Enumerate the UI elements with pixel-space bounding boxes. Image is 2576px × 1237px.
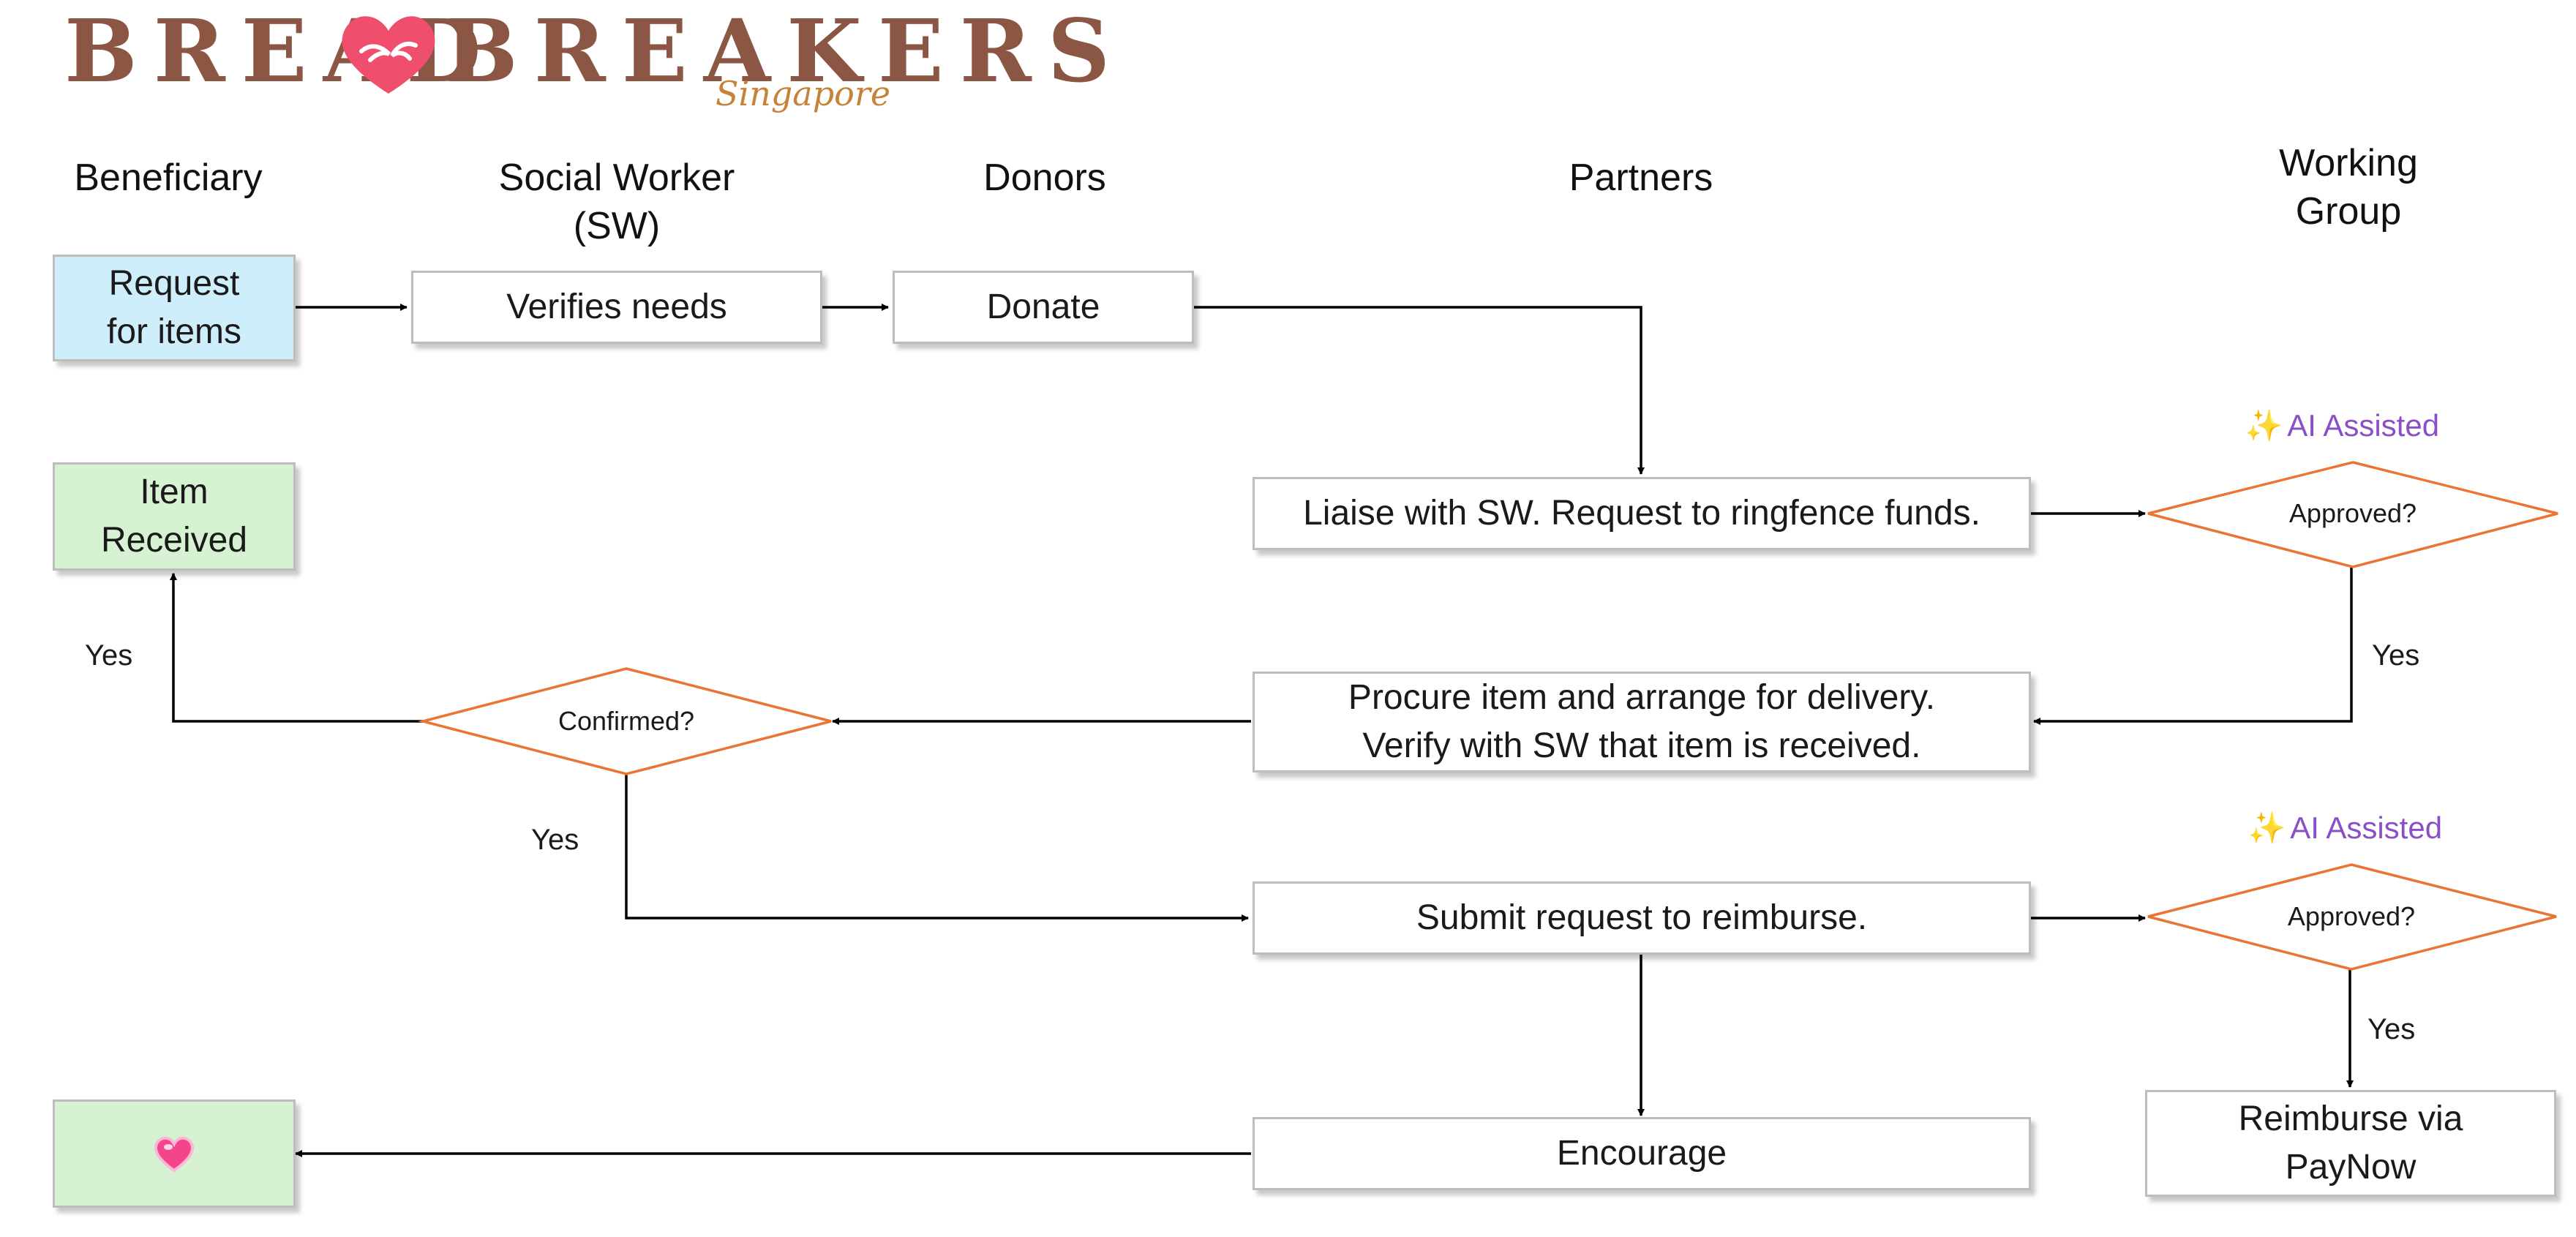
node-donate: Donate xyxy=(893,271,1194,344)
ai-assisted-label-2: AI Assisted xyxy=(2290,811,2443,845)
decision-approved-1-label: Approved? xyxy=(2288,498,2417,528)
edge-confirmed-to-submit xyxy=(625,774,1249,922)
node-submit-reimburse: Submit request to reimburse. xyxy=(1253,881,2031,955)
edge-approved1-to-procure xyxy=(2033,567,2353,725)
node-verifies-needs: Verifies needs xyxy=(411,271,822,344)
ai-assisted-tag-1: ✨AI Assisted xyxy=(2245,407,2439,445)
ai-assisted-label-1: AI Assisted xyxy=(2287,408,2440,443)
decision-confirmed-label: Confirmed? xyxy=(557,706,695,736)
node-encourage-outcome xyxy=(53,1099,296,1208)
decision-confirmed-shape xyxy=(418,667,832,775)
decision-approved-2-shape xyxy=(2147,863,2557,971)
heart-hands-icon xyxy=(342,16,435,94)
edge-confirmed-to-item-received xyxy=(170,573,423,723)
sparkles-icon: ✨ xyxy=(2245,408,2283,443)
sparkles-icon: ✨ xyxy=(2248,811,2286,845)
node-liaise-with-sw: Liaise with SW. Request to ringfence fun… xyxy=(1253,477,2031,550)
heart-icon xyxy=(154,1136,194,1173)
logo-word-breakers: BREAKERS xyxy=(445,0,1127,102)
edge-donate-to-liaise xyxy=(1194,306,1645,475)
bread-breakers-logo: BREAD BREAKERS Singapore xyxy=(64,0,1110,139)
logo-subtitle: Singapore xyxy=(716,74,891,113)
edge-label-yes-approved-2: Yes xyxy=(2367,1013,2416,1045)
column-header-donors: Donors xyxy=(983,157,1106,199)
decision-approved-1-shape xyxy=(2147,461,2558,568)
column-header-working-group: Working Group xyxy=(2279,142,2418,233)
node-reimburse-paynow: Reimburse via PayNow xyxy=(2145,1090,2556,1197)
edge-label-yes-approved-1: Yes xyxy=(2372,639,2420,672)
edge-label-yes-confirmed: Yes xyxy=(531,824,579,856)
column-header-partners: Partners xyxy=(1569,157,1713,199)
node-procure-item: Procure item and arrange for delivery. V… xyxy=(1253,672,2031,772)
column-header-social-worker: Social Worker (SW) xyxy=(498,157,735,247)
node-item-received: Item Received xyxy=(53,462,296,571)
decision-approved-2-label: Approved? xyxy=(2287,901,2416,931)
node-request-for-items: Request for items xyxy=(53,255,296,361)
ai-assisted-tag-2: ✨AI Assisted xyxy=(2248,809,2442,847)
node-encourage: Encourage xyxy=(1253,1117,2031,1190)
column-header-beneficiary: Beneficiary xyxy=(74,157,263,199)
edge-label-yes-item-received: Yes xyxy=(85,639,133,672)
